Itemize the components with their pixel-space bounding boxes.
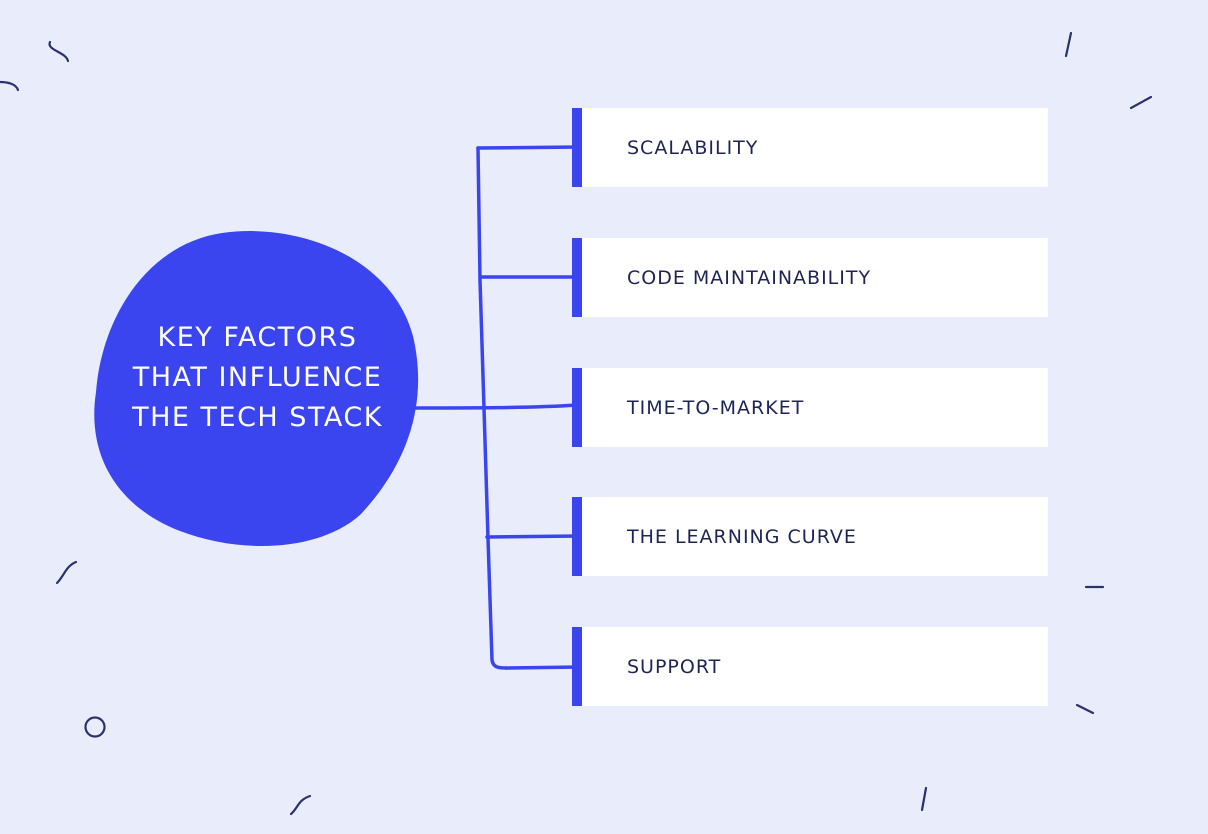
connector-lines bbox=[410, 145, 582, 670]
hub-to-trunk-connector bbox=[410, 403, 580, 410]
factor-card-code-maintainability: CODE MAINTAINABILITY bbox=[572, 238, 1048, 317]
circle-doodle bbox=[84, 716, 106, 738]
factor-card-support: SUPPORT bbox=[572, 627, 1048, 706]
factor-label-support: SUPPORT bbox=[627, 655, 722, 678]
squiggle-doodle bbox=[0, 80, 20, 92]
factor-card-accent bbox=[572, 497, 582, 576]
factor-label-scalability: SCALABILITY bbox=[627, 136, 759, 159]
center-title-line-1: KEY FACTORS bbox=[157, 322, 358, 353]
factor-card-learning-curve: THE LEARNING CURVE bbox=[572, 497, 1048, 576]
squiggle-doodle bbox=[48, 40, 70, 63]
factor-label-time-to-market: TIME-TO-MARKET bbox=[627, 396, 805, 419]
branch-connector-4 bbox=[485, 534, 582, 539]
branch-connector-5 bbox=[504, 665, 582, 670]
factor-card-accent bbox=[572, 238, 582, 317]
factor-card-accent bbox=[572, 627, 582, 706]
factor-card-scalability: SCALABILITY bbox=[572, 108, 1048, 187]
squiggle-doodle bbox=[55, 560, 78, 585]
factor-card-accent bbox=[572, 108, 582, 187]
dash-doodle bbox=[1075, 703, 1095, 715]
trunk-line bbox=[476, 146, 508, 670]
center-node-blob bbox=[94, 231, 419, 547]
factor-label-learning-curve: THE LEARNING CURVE bbox=[627, 525, 857, 548]
center-title-line-2: THAT INFLUENCE bbox=[132, 362, 383, 393]
squiggle-doodle bbox=[289, 794, 312, 816]
center-node-title: KEY FACTORS THAT INFLUENCE THE TECH STAC… bbox=[110, 318, 405, 438]
dash-doodle bbox=[920, 786, 928, 812]
center-title-line-3: THE TECH STACK bbox=[132, 402, 383, 433]
dash-doodle bbox=[1129, 95, 1153, 110]
doodles bbox=[0, 31, 1153, 816]
factor-label-code-maintainability: CODE MAINTAINABILITY bbox=[627, 266, 872, 289]
factor-card-accent bbox=[572, 368, 582, 447]
dash-doodle bbox=[1064, 31, 1073, 58]
factor-card-time-to-market: TIME-TO-MARKET bbox=[572, 368, 1048, 447]
branch-connector-1 bbox=[476, 145, 582, 150]
